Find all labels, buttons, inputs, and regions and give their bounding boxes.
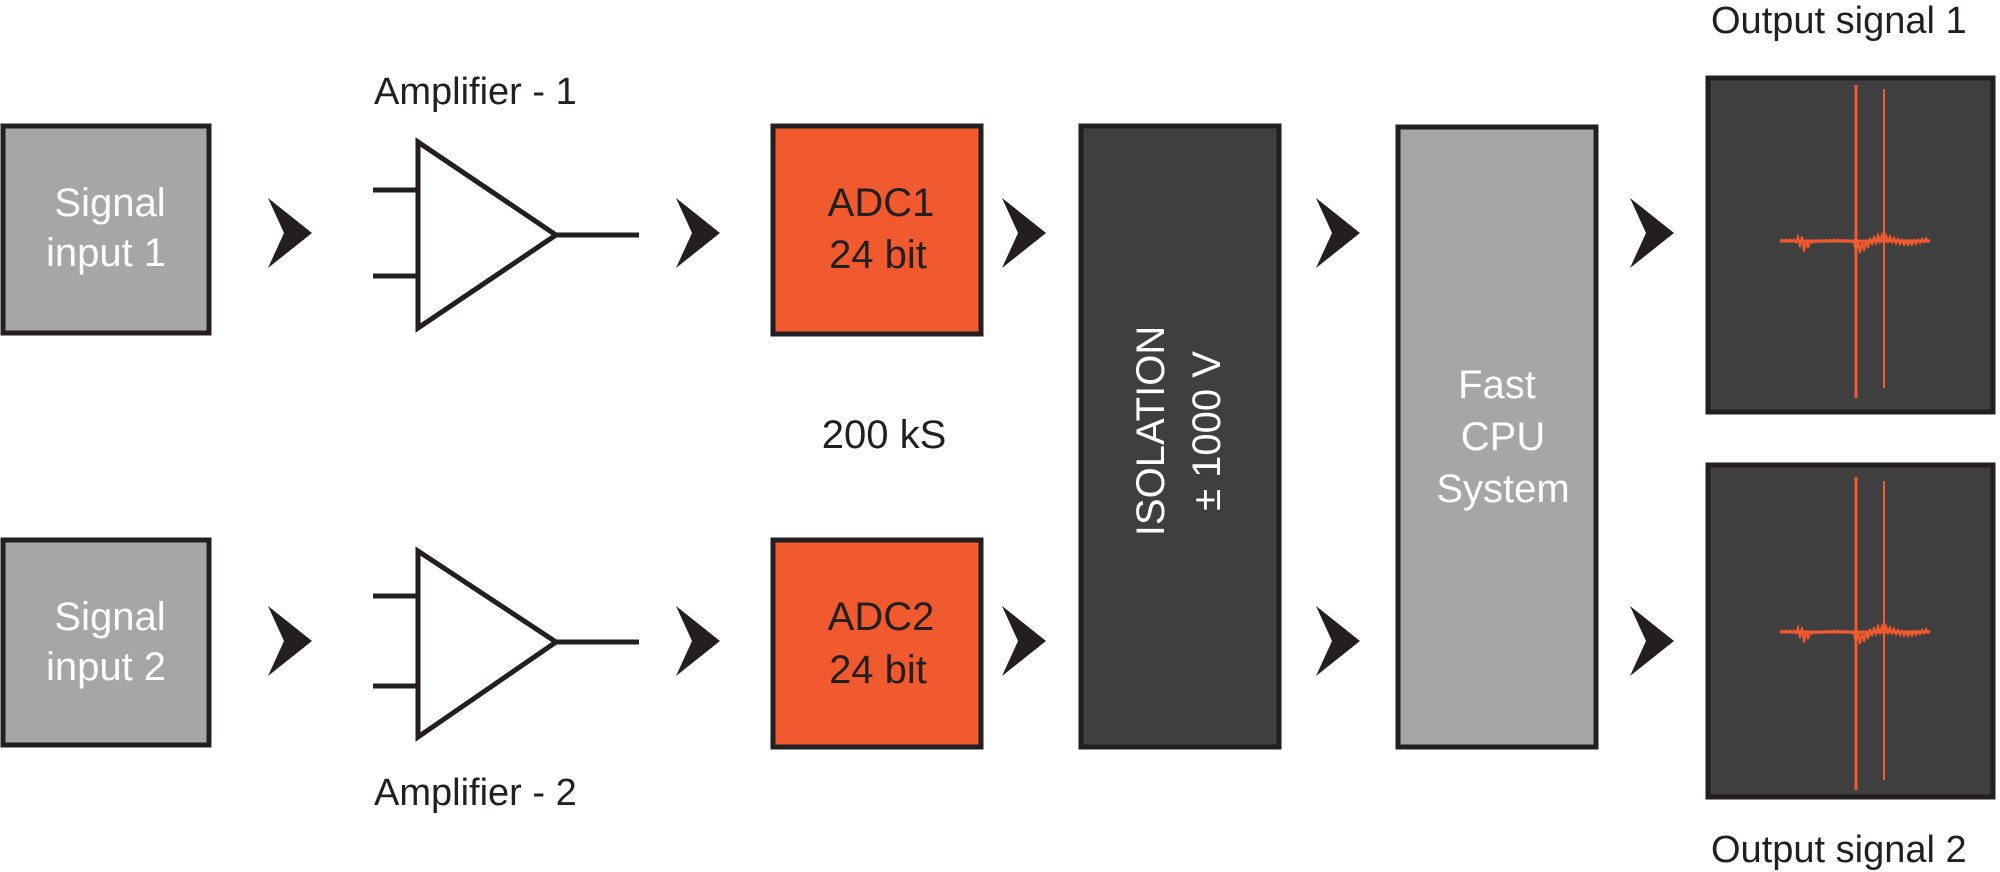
signal-input-1-block: Signal input 1 bbox=[0, 123, 212, 336]
adc1-block: ADC1 24 bit bbox=[770, 123, 984, 337]
signal-input-2-line2: input 2 bbox=[46, 645, 166, 689]
cpu-block: Fast CPU System bbox=[1395, 124, 1599, 750]
arrow-cpu-to-output2 bbox=[1630, 606, 1674, 676]
amplifier-2-label: Amplifier - 2 bbox=[374, 772, 577, 814]
arrow-isolation-to-cpu-bottom bbox=[1316, 606, 1360, 676]
signal-input-2-line1: Signal bbox=[54, 595, 165, 639]
arrow-amp2-to-adc2 bbox=[676, 606, 720, 676]
output-signal-2-waveform bbox=[1779, 477, 1931, 790]
arrow-amp1-to-adc1 bbox=[676, 198, 720, 268]
adc1-name: ADC1 bbox=[828, 181, 935, 225]
arrow-adc1-to-isolation bbox=[1002, 198, 1046, 268]
sample-rate-label: 200 kS bbox=[822, 413, 947, 457]
amplifier-1-symbol bbox=[373, 137, 639, 333]
adc1-resolution: 24 bit bbox=[829, 233, 927, 277]
signal-input-1-line2: input 1 bbox=[46, 231, 166, 275]
amplifier-2-symbol bbox=[373, 546, 639, 742]
arrow-input1-to-amp1 bbox=[268, 198, 312, 268]
isolation-voltage: ± 1000 V bbox=[1185, 351, 1229, 511]
adc2-block: ADC2 24 bit bbox=[770, 537, 984, 750]
isolation-block: ISOLATION ± 1000 V bbox=[1078, 123, 1282, 750]
arrow-cpu-to-output1 bbox=[1630, 198, 1674, 268]
output-signal-1-label: Output signal 1 bbox=[1711, 0, 1967, 42]
output-signal-2-label: Output signal 2 bbox=[1711, 829, 1967, 871]
cpu-line1: Fast bbox=[1458, 363, 1536, 407]
signal-input-2-block: Signal input 2 bbox=[0, 537, 212, 748]
isolation-title: ISOLATION bbox=[1129, 326, 1173, 536]
output-signal-1-panel bbox=[1705, 75, 1996, 415]
amplifier-1-label: Amplifier - 1 bbox=[374, 71, 577, 113]
cpu-line2: CPU bbox=[1461, 415, 1545, 459]
arrow-isolation-to-cpu-top bbox=[1316, 198, 1360, 268]
adc2-resolution: 24 bit bbox=[829, 648, 927, 692]
output-signal-1-waveform bbox=[1779, 85, 1931, 398]
signal-input-1-line1: Signal bbox=[54, 181, 165, 225]
adc2-name: ADC2 bbox=[828, 595, 935, 639]
arrow-input2-to-amp2 bbox=[268, 606, 312, 676]
arrow-adc2-to-isolation bbox=[1002, 606, 1046, 676]
output-signal-2-panel bbox=[1705, 462, 1996, 800]
cpu-line3: System bbox=[1436, 467, 1569, 511]
